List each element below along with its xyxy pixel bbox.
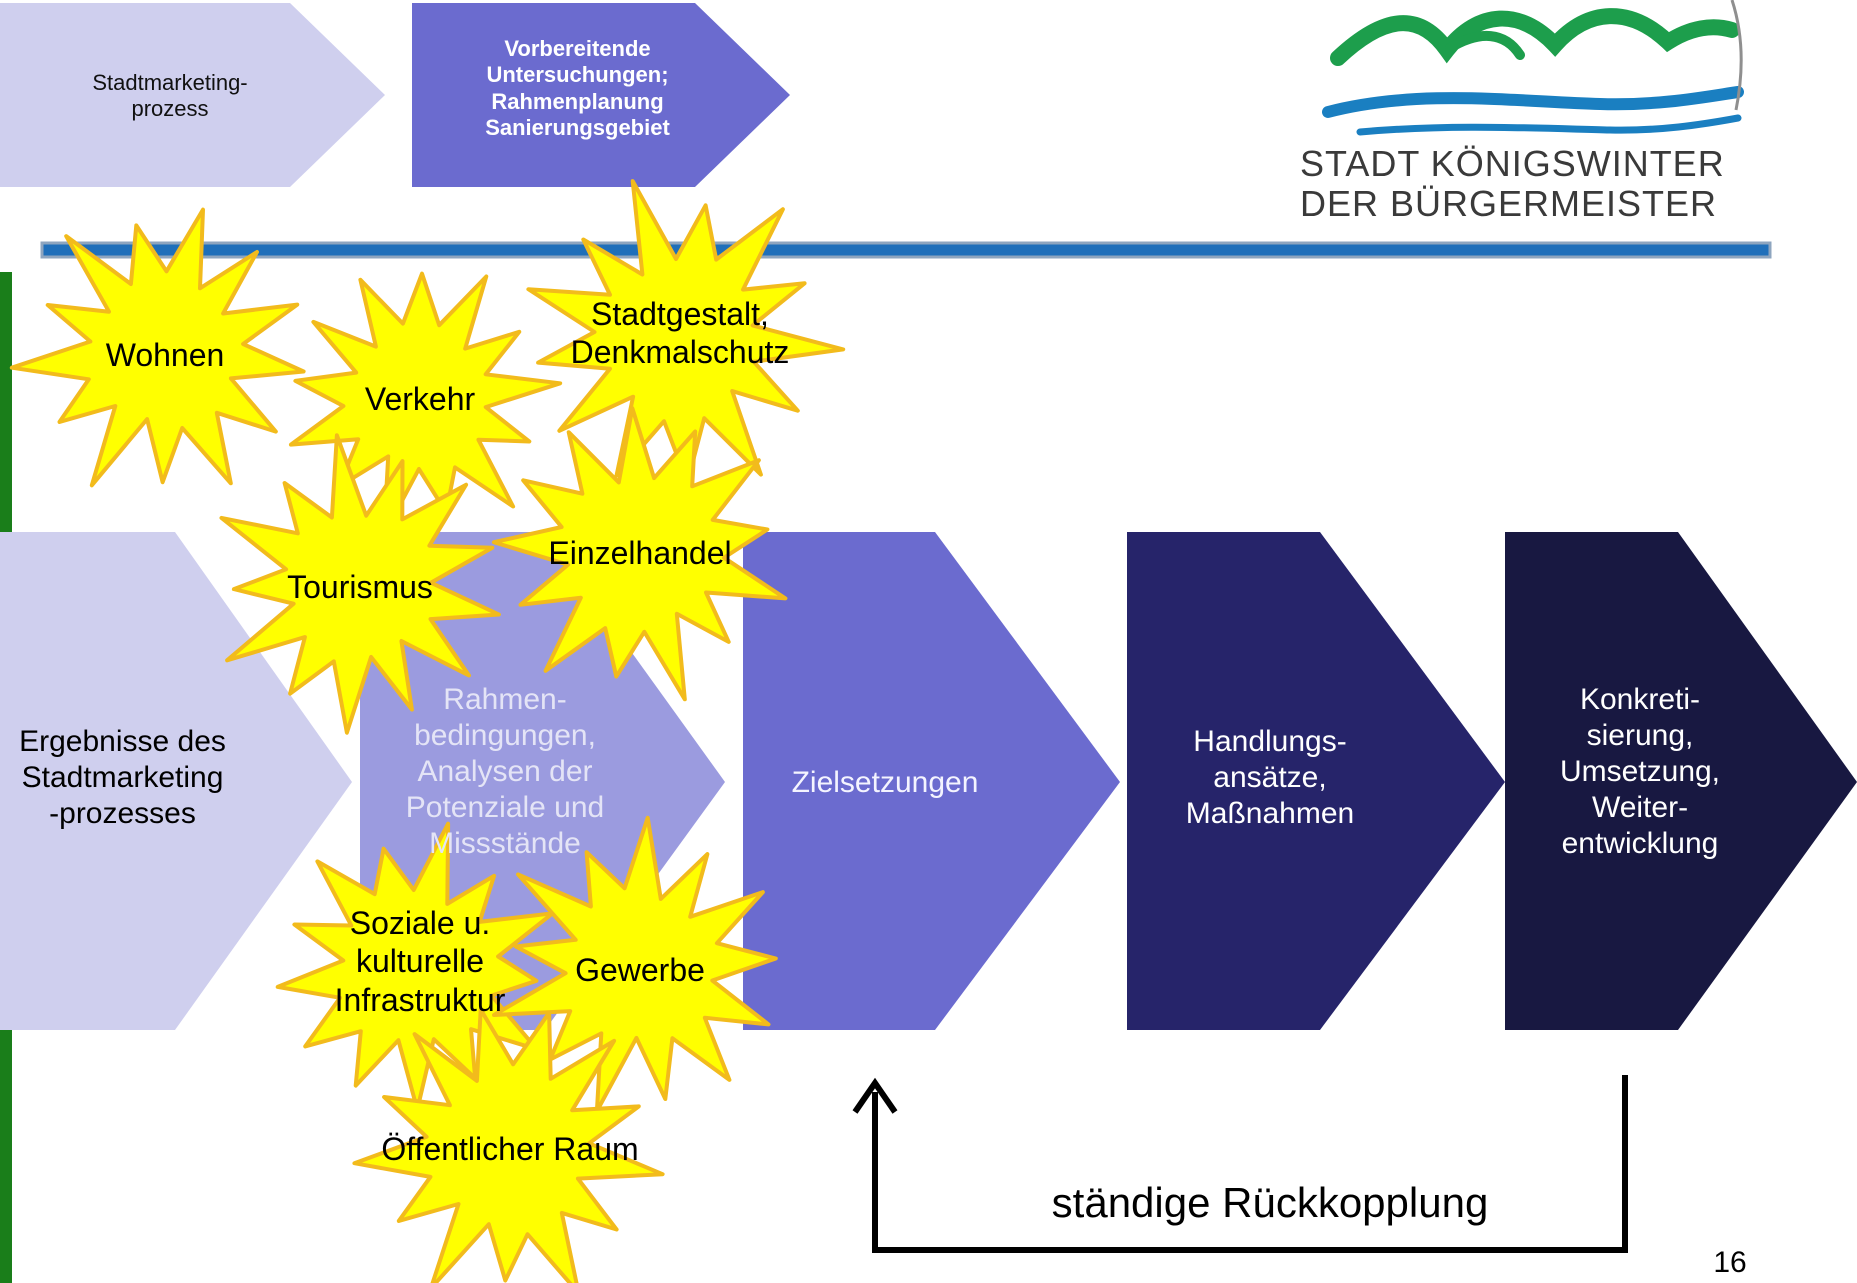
topic-stadtgestalt-label: Stadtgestalt, Denkmalschutz [570, 296, 790, 371]
burst-gewerbe-shape [492, 815, 778, 1114]
step-3-label: Zielsetzungen [791, 766, 979, 799]
river-hills-logo-icon [1322, 0, 1744, 136]
step-5-label: Konkreti- sierung, Umsetzung, Weiter- en… [1559, 683, 1721, 860]
topic-oeffentlicher-raum-label: Öffentlicher Raum [381, 1131, 639, 1167]
page-number: 16 [1713, 1246, 1747, 1279]
feedback-arrow [852, 1075, 1628, 1253]
topic-tourismus-label: Tourismus [287, 569, 433, 605]
side-bar-upper [0, 272, 12, 534]
logo-line-2: DER BÜRGERMEISTER [1300, 183, 1718, 224]
burst-tourismus-shape [219, 433, 501, 735]
top-step-1-shape [0, 3, 385, 187]
step-4-label: Handlungs- ansätze, Maßnahmen [1185, 725, 1355, 830]
header-divider [40, 241, 1772, 259]
topic-verkehr-label: Verkehr [364, 381, 476, 417]
burst-stadtgestalt-shape [526, 179, 846, 485]
burst-oeffentlicher-raum-shape [352, 1007, 665, 1283]
logo-line-1: STADT KÖNIGSWINTER [1300, 143, 1725, 184]
topic-wohnen-label: Wohnen [105, 337, 225, 373]
step-2-label: Rahmen- bedingungen, Analysen der Potenz… [405, 683, 605, 860]
burst-wohnen-shape [9, 207, 306, 488]
burst-verkehr-shape [288, 271, 563, 537]
top-step-2-label: Vorbereitende Untersuchungen; Rahmenplan… [485, 36, 670, 141]
step-4-shape [1127, 532, 1505, 1030]
burst-einzelhandel-shape [491, 406, 788, 702]
top-step-1-label: Stadtmarketing- prozess [92, 70, 248, 122]
burst-layer [9, 179, 846, 1283]
topic-soziale-label: Soziale u. kulturelle Infrastruktur [334, 905, 506, 1018]
side-bar-lower [0, 1030, 12, 1283]
step-3-shape [743, 532, 1120, 1030]
feedback-label: ständige Rückkopplung [1051, 1179, 1489, 1226]
step-5-shape [1505, 532, 1857, 1030]
burst-soziale-shape [275, 821, 555, 1112]
top-step-2-shape [412, 3, 790, 187]
topic-gewerbe-label: Gewerbe [575, 952, 705, 988]
step-1-shape [0, 532, 352, 1030]
topic-einzelhandel-label: Einzelhandel [548, 535, 732, 571]
step-1-label: Ergebnisse des Stadtmarketing -prozesses [19, 725, 226, 830]
